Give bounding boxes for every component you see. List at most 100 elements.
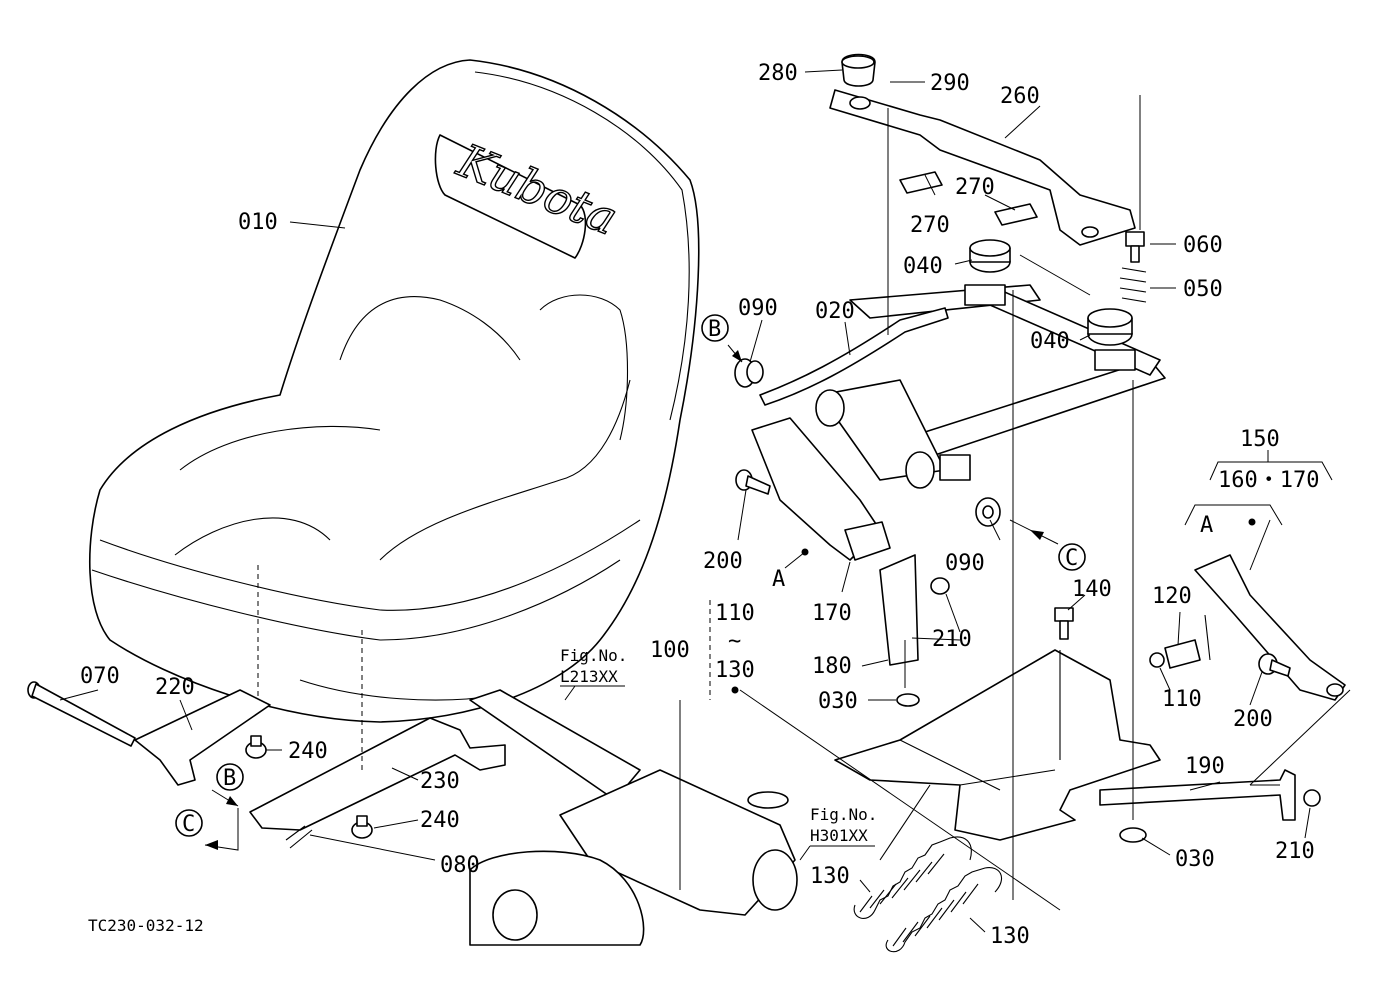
fig-h301xx-part — [469, 769, 798, 946]
spring-arrow — [879, 784, 931, 861]
label-130-range: 130 — [715, 658, 755, 683]
label-270-a: 270 — [910, 213, 950, 238]
spring-130-b — [885, 867, 1003, 953]
label-110-range: 110 — [715, 601, 755, 626]
label-100: 100 — [650, 638, 690, 663]
label-090-top: 090 — [738, 296, 778, 321]
label-range-tilde: ~ — [728, 629, 741, 654]
label-120: 120 — [1152, 584, 1192, 609]
label-010: 010 — [238, 210, 278, 235]
base-frame-100 — [834, 649, 1161, 841]
label-view-a-left: A — [772, 567, 785, 592]
view-circle-c-right — [1058, 543, 1086, 571]
washer-110 — [1149, 652, 1165, 668]
view-circle-b-top — [701, 314, 729, 342]
spacer-270-a — [899, 171, 943, 194]
label-040-a: 040 — [903, 254, 943, 279]
bracket-230 — [249, 717, 506, 831]
bolt-200-left — [735, 469, 771, 495]
bracket-220 — [134, 689, 271, 786]
label-210-center: 210 — [932, 627, 972, 652]
bracket-190 — [1099, 769, 1296, 821]
label-220: 220 — [155, 675, 195, 700]
label-290: 290 — [930, 71, 970, 96]
fig-l213xx-part — [469, 689, 641, 801]
label-060: 060 — [1183, 233, 1223, 258]
nut-030-right — [1119, 827, 1147, 843]
label-view-c-left: C — [182, 812, 195, 837]
label-110: 110 — [1162, 687, 1202, 712]
group-a-bracket — [1184, 504, 1283, 526]
fig-ref-1-code: L213XX — [560, 667, 618, 686]
label-180: 180 — [812, 654, 852, 679]
nut-030-left — [896, 693, 920, 707]
guide-a-right — [1249, 689, 1351, 786]
bolt-060 — [1125, 231, 1145, 263]
label-030-left: 030 — [818, 689, 858, 714]
label-190: 190 — [1185, 754, 1225, 779]
fig-ref-1-caption: Fig.No. — [560, 646, 627, 665]
plate-180 — [879, 554, 919, 666]
guide-100 — [739, 689, 1061, 911]
spacer-270-b — [994, 203, 1038, 226]
leaders — [59, 69, 1311, 933]
view-circle-c-left — [175, 809, 203, 837]
guide-080 — [309, 834, 436, 861]
label-view-b-top: B — [708, 317, 721, 342]
marker-130 — [731, 686, 739, 694]
label-view-a-right: A — [1200, 513, 1213, 538]
nut-210-right — [1303, 789, 1321, 807]
label-280: 280 — [758, 61, 798, 86]
label-240-b: 240 — [420, 808, 460, 833]
label-030-right: 030 — [1175, 847, 1215, 872]
seat-010: Kubota — [88, 59, 700, 723]
label-140: 140 — [1072, 577, 1112, 602]
label-200-left: 200 — [703, 549, 743, 574]
bolt-140 — [1054, 607, 1074, 640]
bolt-240-a — [245, 735, 267, 759]
pin-070 — [27, 681, 136, 747]
nut-210-center — [930, 577, 950, 595]
label-040-b: 040 — [1030, 329, 1070, 354]
label-130-a: 130 — [810, 864, 850, 889]
pin-120-rod — [1204, 614, 1211, 661]
bushing-090-b — [975, 497, 1001, 527]
label-view-c-right: C — [1065, 546, 1078, 571]
lever-160-170 — [1194, 554, 1346, 701]
label-070: 070 — [80, 664, 120, 689]
pin-120 — [1164, 639, 1201, 669]
label-050: 050 — [1183, 277, 1223, 302]
marker-a-left — [801, 548, 809, 556]
bolt-200-right — [1258, 653, 1291, 677]
guide-frame — [1019, 254, 1091, 296]
roller-040-b — [1087, 308, 1133, 346]
label-170: 170 — [812, 601, 852, 626]
bushing-090-a — [734, 358, 764, 388]
roller-040-a — [969, 239, 1011, 273]
label-260: 260 — [1000, 84, 1040, 109]
bracket-260 — [829, 89, 1136, 246]
slide-lever-170 — [751, 417, 891, 561]
fig-ref-2-code: H301XX — [810, 826, 868, 845]
bolt-240-b — [351, 815, 373, 839]
label-230: 230 — [420, 769, 460, 794]
label-020: 020 — [815, 299, 855, 324]
label-210-right: 210 — [1275, 839, 1315, 864]
spring-130-a — [853, 836, 972, 919]
group-150-bracket — [1209, 461, 1333, 481]
marker-a-right — [1248, 518, 1256, 526]
label-160-170: 160・170 — [1218, 468, 1319, 493]
diagram-code: TC230-032-12 — [88, 916, 204, 935]
label-080: 080 — [440, 853, 480, 878]
label-130-b: 130 — [990, 924, 1030, 949]
pin-080 — [285, 825, 313, 849]
fig-ref-2-caption: Fig.No. — [810, 805, 877, 824]
label-150: 150 — [1240, 427, 1280, 452]
label-200-right: 200 — [1233, 707, 1273, 732]
label-240-a: 240 — [288, 739, 328, 764]
knob-280 — [841, 53, 876, 87]
label-view-b-bottom: B — [223, 766, 236, 791]
spring-050 — [1119, 267, 1147, 303]
label-090-bottom: 090 — [945, 551, 985, 576]
